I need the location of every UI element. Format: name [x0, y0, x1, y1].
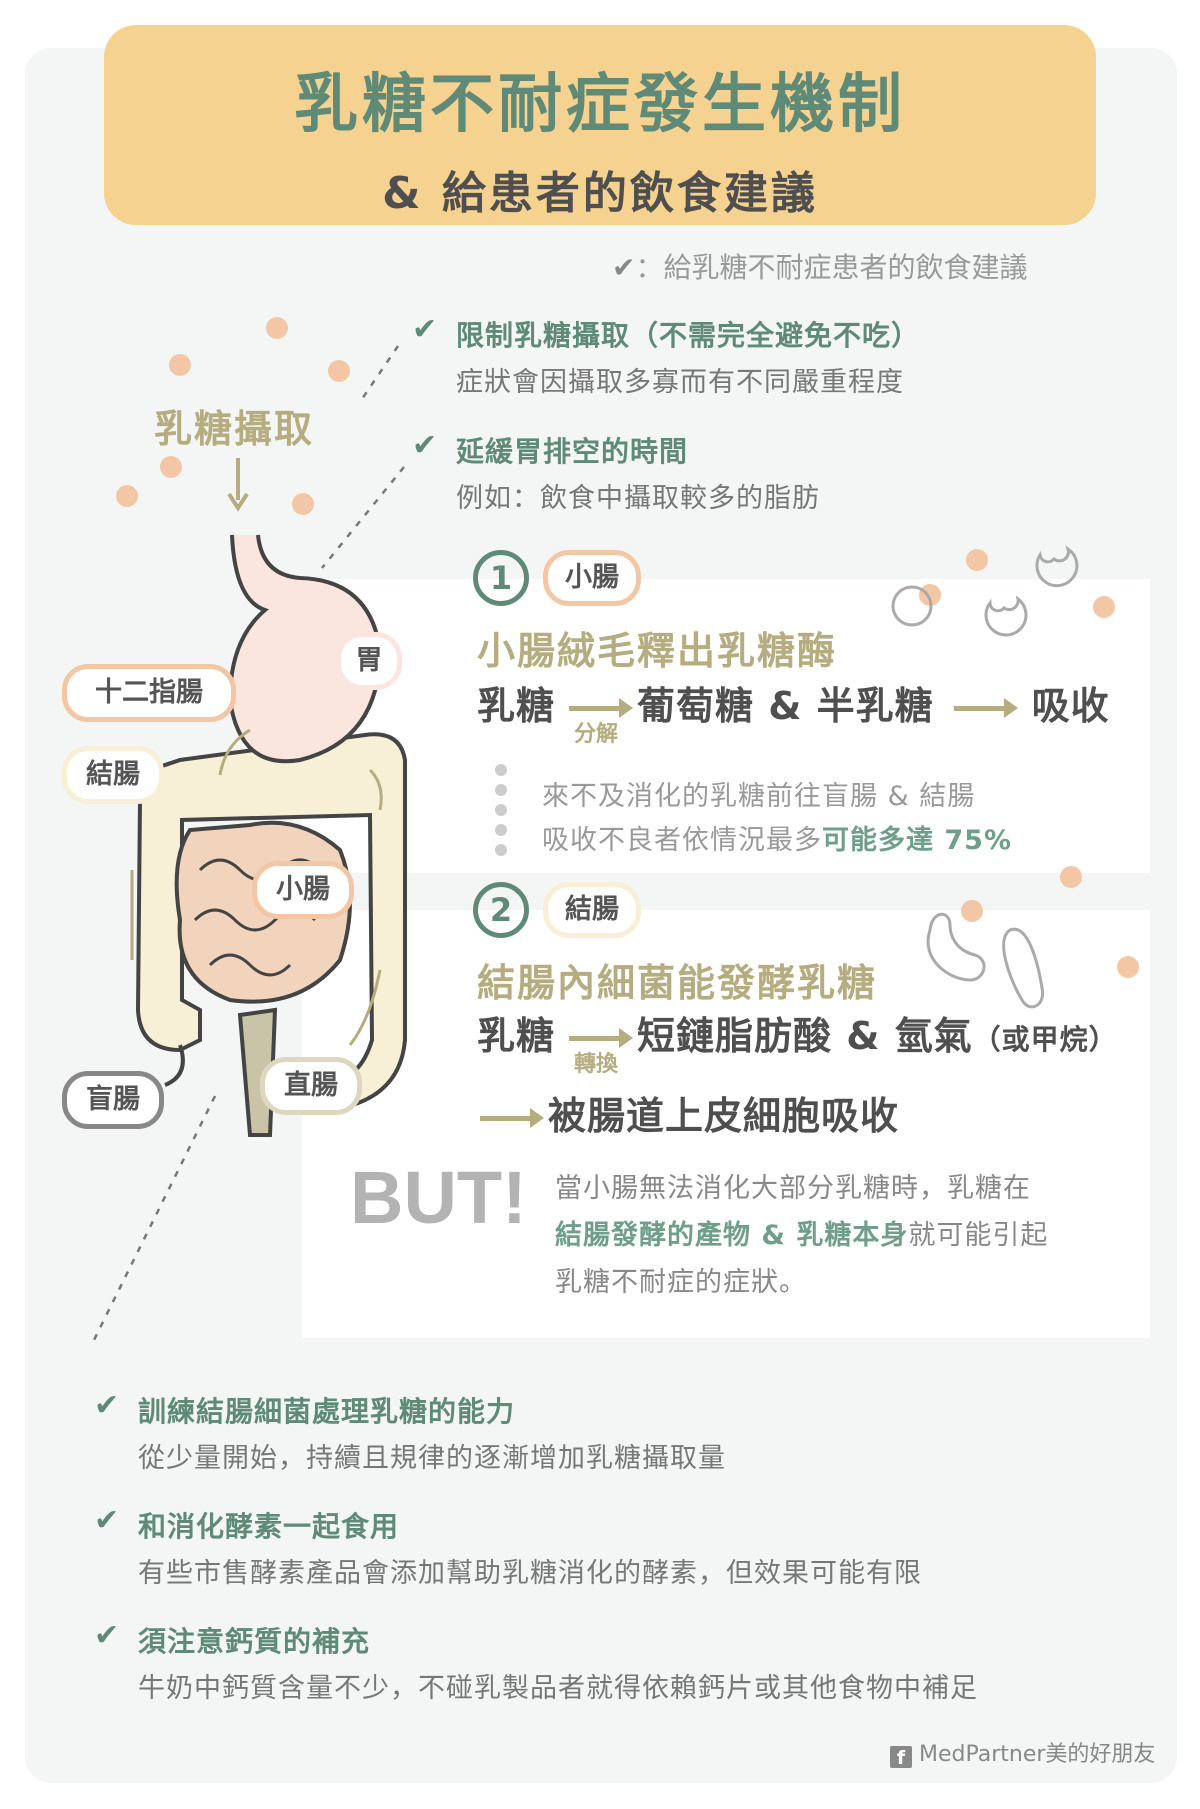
label-cecum: 盲腸	[62, 1071, 164, 1129]
footer-text: MedPartner美的好朋友	[919, 1742, 1156, 1767]
flow-from: 乳糖	[477, 1014, 556, 1058]
tip-title: 訓練結腸細菌處理乳糖的能力	[138, 1395, 516, 1428]
stomach-shape	[227, 534, 383, 764]
but-line-1: 當小腸無法消化大部分乳糖時，乳糖在	[555, 1173, 1031, 1204]
tip-title: 限制乳糖攝取（不需完全避免不吃）	[456, 319, 921, 352]
arrow-right-icon	[569, 1028, 634, 1048]
tip-desc: 有些市售酵素產品會添加幫助乳糖消化的酵素，但效果可能有限	[138, 1558, 922, 1589]
flow-to: 短鏈脂肪酸 & 氫氣	[637, 1014, 973, 1058]
step2-via-label: 轉換	[574, 1052, 619, 1077]
dotted-connector	[92, 1095, 217, 1341]
step2-number: 2	[473, 882, 529, 938]
but-highlight: 結腸發酵的產物 & 乳糖本身	[555, 1220, 909, 1251]
dotted-connector	[358, 345, 400, 403]
step1-note-1: 來不及消化的乳糖前往盲腸 & 結腸	[542, 781, 976, 812]
label-colon: 結腸	[62, 746, 164, 804]
footer-brand: f MedPartner美的好朋友	[890, 1736, 1156, 1769]
lactose-dots	[116, 317, 1139, 978]
but-line-3: 乳糖不耐症的症狀。	[555, 1267, 807, 1298]
flow-note: （或甲烷）	[972, 1023, 1118, 1056]
check-icon: ✔	[412, 428, 438, 463]
note-highlight: 可能多達 75%	[822, 825, 1013, 856]
tip-title: 和消化酵素一起食用	[138, 1510, 400, 1543]
step1-via-label: 分解	[574, 722, 619, 747]
page-title: 乳糖不耐症發生機制	[294, 68, 906, 142]
step2-flow: 乳糖 短鏈脂肪酸 & 氫氣（或甲烷）	[477, 1005, 1118, 1060]
check-icon: ✔	[94, 1503, 120, 1538]
legend: ✔：給乳糖不耐症患者的飲食建議	[612, 246, 1027, 286]
lactose-intake-label: 乳糖攝取	[154, 407, 315, 451]
enzyme-icons	[891, 545, 1079, 637]
label-small-intestine: 小腸	[252, 861, 354, 919]
flow-end: 被腸道上皮細胞吸收	[548, 1094, 900, 1138]
dotted-connector	[321, 466, 405, 569]
tip-desc: 牛奶中鈣質含量不少，不碰乳製品者就得依賴鈣片或其他食物中補足	[138, 1673, 978, 1704]
flow-end: 吸收	[1031, 684, 1110, 728]
label-duodenum: 十二指腸	[62, 664, 236, 722]
facebook-icon: f	[890, 1746, 912, 1769]
tip-desc: 從少量開始，持續且規律的逐漸增加乳糖攝取量	[138, 1443, 726, 1474]
arrow-right-icon	[480, 1108, 544, 1128]
check-icon: ✔	[94, 1618, 120, 1653]
check-icon: ✔	[94, 1388, 120, 1423]
step2-flow-end: 被腸道上皮細胞吸收	[466, 1085, 899, 1140]
step1-card	[302, 579, 1150, 873]
step1-note-2: 吸收不良者依情況最多可能多達 75%	[542, 818, 1012, 857]
but-label: BUT!	[350, 1156, 527, 1239]
step1-flow: 乳糖 葡萄糖 & 半乳糖 吸收	[477, 675, 1110, 730]
label-stomach: 胃	[336, 632, 402, 690]
step2-organ-pill: 結腸	[543, 882, 641, 938]
bacteria-icons	[926, 912, 1045, 1009]
step2-heading: 結腸內細菌能發酵乳糖	[477, 961, 878, 1005]
step1-organ-pill: 小腸	[543, 550, 641, 606]
arrow-right-icon	[569, 698, 634, 718]
step2-card	[302, 910, 1150, 1338]
vertical-dots	[495, 764, 507, 856]
tip-desc: 例如：飲食中攝取較多的脂肪	[456, 483, 820, 514]
arrow-right-icon	[953, 698, 1018, 718]
page-subtitle: & 給患者的飲食建議	[382, 168, 818, 219]
check-icon: ✔	[612, 251, 636, 284]
step1-heading: 小腸絨毛釋出乳糖酶	[477, 629, 838, 673]
but-text: 就可能引起	[908, 1220, 1049, 1251]
note-text: 吸收不良者依情況最多	[542, 825, 822, 856]
legend-text: ：給乳糖不耐症患者的飲食建議	[635, 251, 1028, 284]
flow-to: 葡萄糖 & 半乳糖	[637, 684, 934, 728]
flow-from: 乳糖	[477, 684, 556, 728]
check-icon: ✔	[412, 312, 438, 347]
title-banner: 乳糖不耐症發生機制 & 給患者的飲食建議	[104, 25, 1096, 225]
tip-title: 須注意鈣質的補充	[138, 1625, 371, 1658]
label-rectum: 直腸	[260, 1057, 362, 1115]
tip-title: 延緩胃排空的時間	[456, 435, 689, 468]
but-line-2: 結腸發酵的產物 & 乳糖本身就可能引起	[555, 1213, 1048, 1252]
tip-desc: 症狀會因攝取多寡而有不同嚴重程度	[456, 367, 904, 398]
step1-number: 1	[473, 550, 529, 606]
